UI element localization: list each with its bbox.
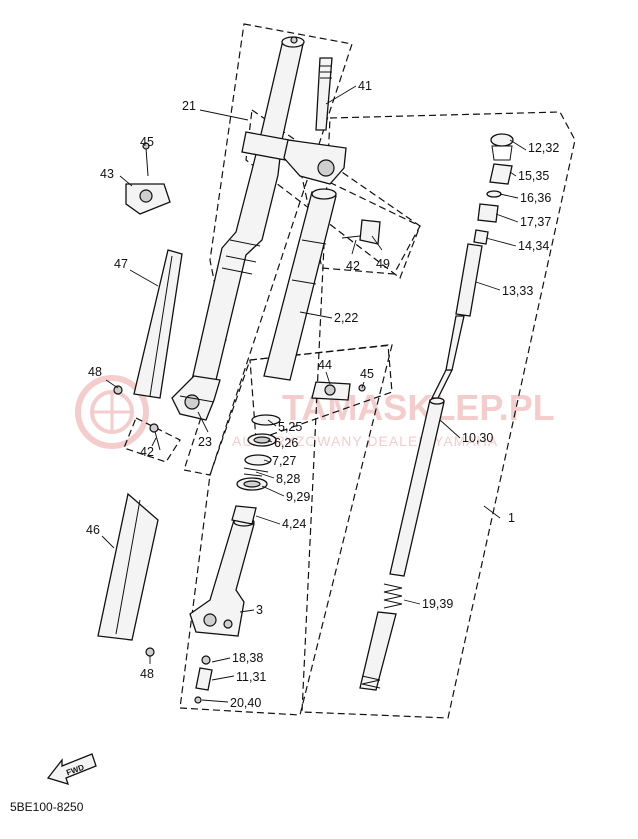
- spacer-tube: [445, 243, 483, 371]
- callout-48-lower: 48: [140, 667, 154, 681]
- callout-2-22: 2,22: [334, 311, 358, 325]
- callout-23: 23: [198, 435, 212, 449]
- callout-8-28: 8,28: [276, 472, 300, 486]
- axle-holder-left: [171, 375, 221, 421]
- fork-guard-lower: [97, 492, 159, 641]
- callout-16-36: 16,36: [520, 191, 551, 205]
- callout-5-25: 5,25: [278, 420, 302, 434]
- callout-14-34: 14,34: [518, 239, 549, 253]
- callout-12-32: 12,32: [528, 141, 559, 155]
- brackets-and-bolts: [113, 142, 381, 704]
- callout-41: 41: [358, 79, 372, 93]
- callout-19-39: 19,39: [422, 597, 453, 611]
- callout-44: 44: [318, 358, 332, 372]
- callout-49: 49: [376, 257, 390, 271]
- callout-20-40: 20,40: [230, 696, 261, 710]
- callout-17-37: 17,37: [520, 215, 551, 229]
- outer-tube-left: [191, 36, 305, 381]
- diagram-code: 5BE100-8250: [10, 800, 84, 814]
- callout-10-30: 10,30: [462, 431, 493, 445]
- inner-tube: [263, 188, 337, 381]
- callout-43: 43: [100, 167, 114, 181]
- leader-lines: [101, 85, 527, 703]
- callout-6-26: 6,26: [274, 436, 298, 450]
- watermark-logo-icon: [75, 375, 149, 449]
- callout-46: 46: [86, 523, 100, 537]
- fork-guard-upper: [133, 249, 183, 399]
- fork-spring: [359, 583, 403, 691]
- callout-18-38: 18,38: [232, 651, 263, 665]
- dashed-group-boundaries: [123, 23, 576, 719]
- callout-47: 47: [114, 257, 128, 271]
- steering-stem: [283, 57, 347, 185]
- callout-9-29: 9,29: [286, 490, 310, 504]
- callout-21: 21: [182, 99, 196, 113]
- callout-3: 3: [256, 603, 263, 617]
- cap-parts: [473, 133, 514, 245]
- callout-45-upper: 45: [140, 135, 154, 149]
- callout-11-31: 11,31: [236, 670, 266, 684]
- seal-stack: [231, 414, 281, 525]
- lower-slider: [189, 517, 255, 637]
- callout-15-35: 15,35: [518, 169, 549, 183]
- callout-1: 1: [508, 511, 515, 525]
- callout-labels: 21 41 45 43 12,32 15,35 16,36 17,37 14,3…: [86, 79, 559, 710]
- callout-48-upper: 48: [88, 365, 102, 379]
- callout-4-24: 4,24: [282, 517, 306, 531]
- callout-42-upper: 42: [346, 259, 360, 273]
- callout-13-33: 13,33: [502, 284, 533, 298]
- callout-7-27: 7,27: [272, 454, 296, 468]
- callout-42-lower: 42: [140, 445, 154, 459]
- callout-45-lower: 45: [360, 367, 374, 381]
- damper-rod: [389, 369, 454, 577]
- fwd-arrow-icon: FWD: [46, 753, 97, 785]
